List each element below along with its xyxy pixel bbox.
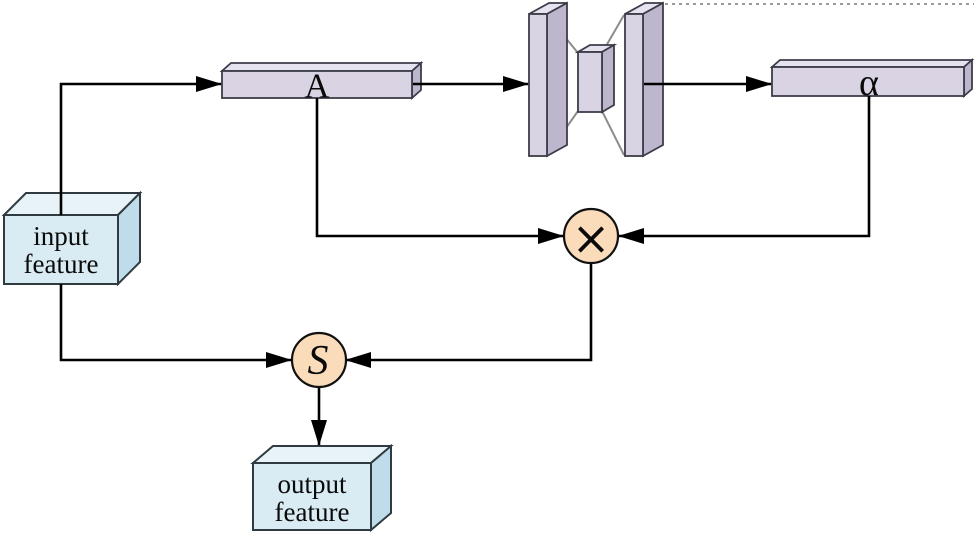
output-feature-label-line2: feature: [275, 497, 350, 527]
alpha-bar: α: [769, 58, 975, 104]
output-box-front-face: [252, 462, 372, 531]
bottleneck-connector-line: [601, 110, 625, 156]
bottleneck-left-side-face: [546, 1, 568, 158]
scale-symbol: S: [308, 338, 329, 384]
bar-a-front-face: [221, 70, 413, 99]
bottleneck-right-layer: [624, 1, 664, 158]
arrow-multiply-to-scale: [345, 263, 593, 368]
input-box-top-face: [1, 192, 143, 216]
output-feature-label-line1: output: [277, 469, 347, 499]
arrow-a-to-multiply: [315, 98, 564, 244]
bottleneck-center-layer: [574, 43, 618, 114]
output-feature-box: output feature: [250, 443, 394, 533]
alpha-bar-label: α: [859, 62, 879, 104]
output-box-top-face: [250, 445, 394, 464]
arrow-alpha-to-multiply: [618, 96, 871, 244]
multiply-node: ×: [562, 207, 620, 265]
bottleneck-center-side-face: [601, 43, 615, 114]
arrow-input-to-scale: [59, 284, 292, 368]
bottleneck-center-front-face: [577, 51, 603, 113]
scale-circle: [290, 331, 348, 389]
bottleneck-autoencoder: [528, 1, 664, 158]
bottleneck-right-front-face: [624, 13, 644, 157]
input-feature-box: input feature: [1, 190, 143, 287]
input-feature-label-line2: feature: [24, 249, 99, 279]
bottleneck-right-side-face: [642, 1, 664, 158]
multiply-symbol: ×: [572, 211, 611, 265]
alpha-bar-front-face: [771, 66, 965, 97]
input-feature-label-line1: input: [33, 221, 89, 251]
feature-bar-a: A: [219, 60, 424, 106]
multiply-circle: [562, 207, 620, 265]
bottleneck-left-front-face: [528, 13, 548, 157]
scale-node: S: [290, 331, 348, 389]
arrow-input-to-a: [59, 76, 222, 215]
alpha-bar-side-face: [963, 58, 973, 98]
bottleneck-left-layer: [528, 1, 568, 158]
